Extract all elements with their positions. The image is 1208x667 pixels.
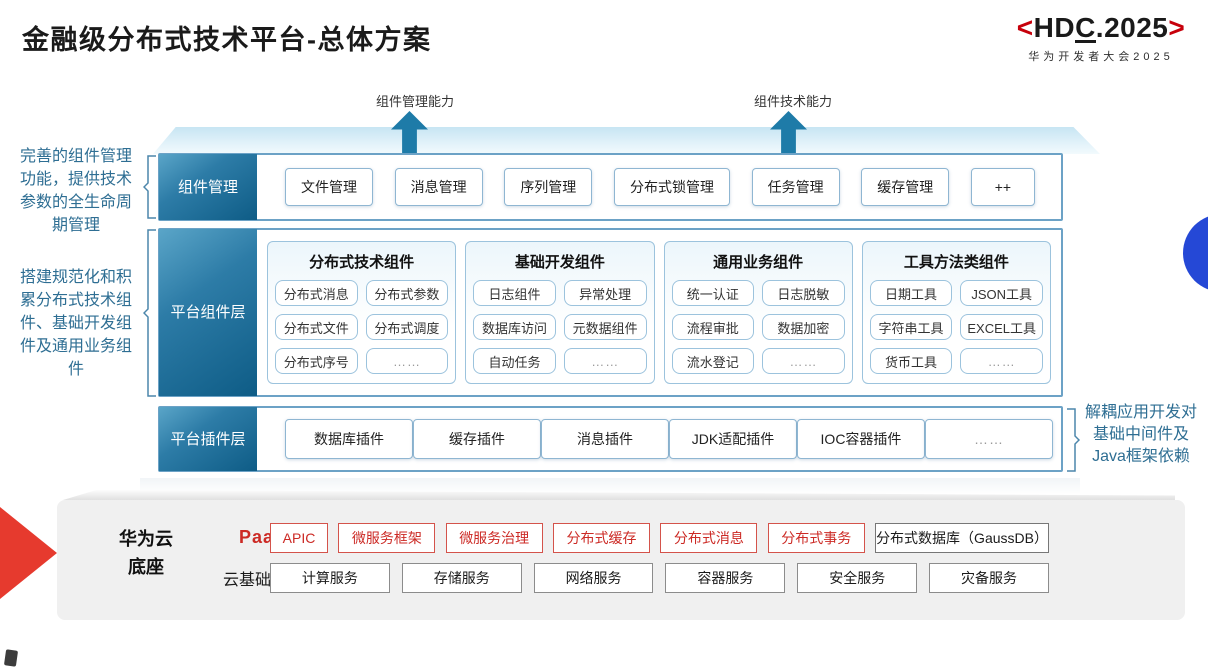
column-items: 日期工具 JSON工具字符串工具 EXCEL工具货币工具 …… — [869, 280, 1043, 374]
left-brace-icon — [143, 155, 156, 219]
row-label-platform-plugins: 平台插件层 — [159, 407, 257, 471]
component-item: 日志脱敏 — [762, 280, 845, 306]
component-box: 缓存管理 — [861, 168, 950, 206]
cropped-glyph-artifact — [3, 649, 19, 667]
paas-service-box: 分布式事务 — [767, 523, 865, 553]
right-brace-icon — [1067, 408, 1080, 472]
component-item: 分布式消息 — [275, 280, 358, 306]
component-item: …… — [960, 348, 1043, 374]
bottom-shadow-band — [140, 478, 1080, 494]
component-management-items: 文件管理消息管理序列管理分布式锁管理任务管理缓存管理 ++ — [257, 155, 1061, 219]
component-column: 工具方法类组件 日期工具 JSON工具字符串工具 EXCEL工具货币工具 …… — [861, 241, 1051, 384]
component-item: 异常处理 — [563, 280, 647, 306]
component-box: 分布式锁管理 — [613, 168, 730, 206]
foundation-label: 华为云 底座 — [119, 529, 173, 577]
paas-service-box: 分布式消息 — [660, 523, 758, 553]
platform-component-columns: 分布式技术组件 分布式消息分布式参数分布式文件分布式调度分布式序号 …… 基础开发… — [257, 230, 1061, 395]
row-label-component-management: 组件管理 — [159, 154, 257, 220]
component-item: EXCEL工具 — [960, 314, 1043, 340]
cloud-service-box: 灾备服务 — [929, 563, 1049, 593]
column-title: 分布式技术组件 — [309, 254, 415, 271]
hdc-logo-text: <HDC.2025> — [1016, 12, 1186, 44]
paas-items: APIC 微服务框架微服务治理分布式缓存分布式消息分布式事务分布式数据库（Gaus… — [270, 522, 1049, 554]
capability-label-technology: 组件技术能力 — [753, 94, 832, 109]
component-box: 序列管理 — [504, 168, 593, 206]
component-item: 日志组件 — [473, 280, 556, 306]
column-items: 分布式消息分布式参数分布式文件分布式调度分布式序号 …… — [275, 280, 449, 374]
row-label-platform-components: 平台组件层 — [159, 229, 257, 396]
plugin-box: 数据库插件 — [285, 419, 413, 459]
component-column: 分布式技术组件 分布式消息分布式参数分布式文件分布式调度分布式序号 …… — [267, 241, 457, 384]
note-decoupling: 解耦应用开发对基础中间件及Java框架依赖 — [1084, 404, 1197, 465]
column-items: 日志组件异常处理数据库访问元数据组件自动任务 …… — [473, 280, 647, 374]
red-arrow-icon — [0, 507, 57, 599]
component-box: 文件管理 — [285, 168, 373, 206]
cloud-service-box: 存储服务 — [401, 563, 522, 593]
component-item: …… — [762, 348, 845, 374]
component-item: 数据库访问 — [473, 314, 556, 340]
component-item: JSON工具 — [960, 280, 1043, 306]
column-title: 工具方法类组件 — [903, 254, 1009, 271]
blue-circle-decoration — [1183, 214, 1208, 292]
component-item: 统一认证 — [671, 280, 755, 306]
component-item: 流水登记 — [671, 348, 755, 374]
paas-service-box: APIC — [270, 523, 328, 553]
capability-label-management: 组件管理能力 — [375, 94, 454, 109]
component-item: 货币工具 — [869, 348, 953, 374]
component-item: 日期工具 — [869, 280, 953, 306]
top-3d-band — [153, 127, 1100, 154]
cloud-service-box: 安全服务 — [797, 563, 918, 593]
component-item: 流程审批 — [671, 314, 755, 340]
logo-open-bracket: < — [1016, 12, 1034, 43]
row-component-management: 组件管理 文件管理消息管理序列管理分布式锁管理任务管理缓存管理 ++ — [158, 153, 1063, 221]
note-component-accumulation: 搭建规范化和积累分布式技术组件、基础开发组件及通用业务组件 — [19, 269, 132, 378]
hdc-2025-logo: <HDC.2025> 华为开发者大会2025 — [1000, 12, 1202, 64]
plugin-box: JDK适配插件 — [669, 419, 797, 459]
component-box: 消息管理 — [394, 168, 483, 206]
component-item: …… — [563, 348, 647, 374]
column-items: 统一认证日志脱敏流程审批数据加密流水登记 …… — [671, 280, 845, 374]
row-platform-components: 平台组件层 分布式技术组件 分布式消息分布式参数分布式文件分布式调度分布式序号 …… — [158, 228, 1063, 397]
platform-diagram: 组件管理 文件管理消息管理序列管理分布式锁管理任务管理缓存管理 ++ 平台组件层 … — [158, 153, 1063, 472]
component-item: 分布式参数 — [365, 280, 449, 306]
cloud-service-box: 计算服务 — [270, 563, 390, 593]
plugin-box: IOC容器插件 — [797, 419, 925, 459]
component-item: 数据加密 — [762, 314, 845, 340]
component-item: 分布式序号 — [275, 348, 358, 374]
cloud-service-box: 容器服务 — [665, 563, 786, 593]
paas-service-box: 微服务框架 — [338, 523, 436, 553]
component-box: 任务管理 — [751, 168, 840, 206]
plugin-box: 消息插件 — [541, 419, 669, 459]
column-title: 通用业务组件 — [713, 254, 804, 271]
component-column: 通用业务组件 统一认证日志脱敏流程审批数据加密流水登记 …… — [663, 241, 853, 384]
plugin-box: …… — [925, 419, 1053, 459]
iaas-items: 计算服务存储服务网络服务容器服务安全服务灾备服务 — [270, 562, 1049, 594]
paas-service-box: 微服务治理 — [445, 523, 543, 553]
column-title: 基础开发组件 — [514, 254, 605, 271]
left-brace-icon — [143, 229, 156, 397]
component-item: 自动任务 — [473, 348, 556, 374]
note-component-management: 完善的组件管理功能，提供技术参数的全生命周期管理 — [19, 148, 132, 234]
paas-gaussdb-box: 分布式数据库（GaussDB） — [875, 523, 1049, 553]
logo-close-bracket: > — [1168, 12, 1186, 43]
cloud-service-box: 网络服务 — [533, 563, 654, 593]
component-column: 基础开发组件 日志组件异常处理数据库访问元数据组件自动任务 …… — [465, 241, 655, 384]
component-item: 元数据组件 — [563, 314, 647, 340]
component-box: ++ — [970, 168, 1035, 206]
plugin-box: 缓存插件 — [413, 419, 541, 459]
page-title: 金融级分布式技术平台-总体方案 — [22, 25, 432, 55]
component-item: 分布式文件 — [275, 314, 358, 340]
hdc-logo-subtitle: 华为开发者大会2025 — [1028, 51, 1174, 63]
paas-service-box: 分布式缓存 — [553, 523, 651, 553]
component-item: 分布式调度 — [365, 314, 449, 340]
component-item: 字符串工具 — [869, 314, 953, 340]
component-item: …… — [365, 348, 449, 374]
